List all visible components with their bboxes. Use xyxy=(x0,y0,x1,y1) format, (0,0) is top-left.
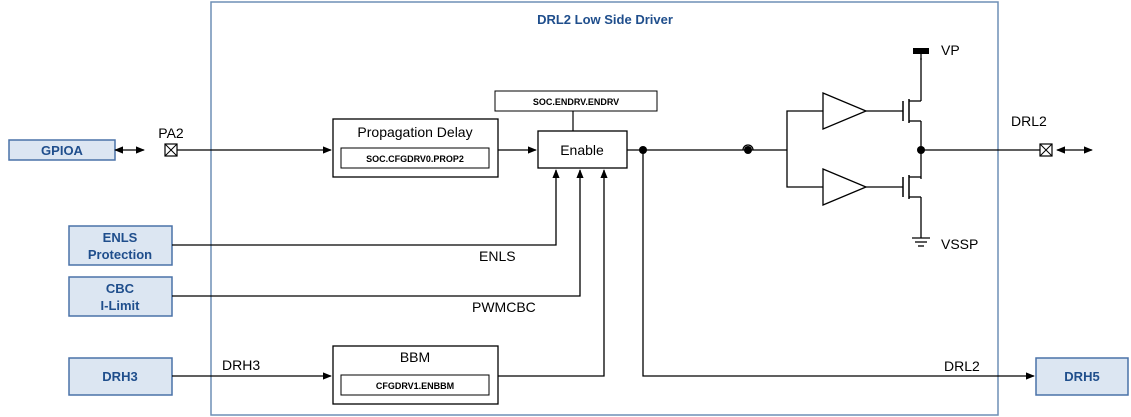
pwmcbc-signal: PWMCBC xyxy=(172,169,584,315)
enable-block: SOC.ENDRV.ENDRV Enable xyxy=(494,90,658,169)
svg-text:DRH3: DRH3 xyxy=(102,369,137,384)
svg-text:Propagation Delay: Propagation Delay xyxy=(357,124,472,140)
low-side-buffer xyxy=(822,168,868,206)
drh5-block: DRH5 xyxy=(1035,357,1129,396)
svg-text:ENLS: ENLS xyxy=(479,248,516,264)
svg-text:BBM: BBM xyxy=(400,349,430,365)
low-side-mosfet xyxy=(902,175,922,238)
propagation-delay-block: Propagation Delay SOC.CFGDRV0.PROP2 xyxy=(332,118,499,178)
svg-text:VSSP: VSSP xyxy=(941,236,978,252)
gate-drivers xyxy=(748,92,903,206)
vp-supply: VP xyxy=(913,42,960,60)
svg-text:CFGDRV1.ENBBM: CFGDRV1.ENBBM xyxy=(376,381,454,391)
svg-text:VP: VP xyxy=(941,42,960,58)
svg-text:Protection: Protection xyxy=(88,247,152,262)
prop2-register xyxy=(340,147,490,169)
svg-text:PA2: PA2 xyxy=(158,125,184,141)
high-side-buffer xyxy=(822,92,868,130)
vssp-ground: VSSP xyxy=(912,236,978,252)
cbc-ilimit-block: CBC I-Limit xyxy=(68,276,173,317)
pa2-connection: PA2 xyxy=(114,125,332,157)
bbm-block: BBM CFGDRV1.ENBBM xyxy=(332,345,499,405)
svg-text:Enable: Enable xyxy=(560,142,604,158)
drh3-signal: DRH3 xyxy=(172,169,608,380)
svg-text:DRL2: DRL2 xyxy=(1011,113,1047,129)
svg-text:I-Limit: I-Limit xyxy=(101,298,141,313)
svg-text:CBC: CBC xyxy=(106,281,135,296)
enls-protection-block: ENLS Protection xyxy=(68,225,173,266)
svg-text:DRL2: DRL2 xyxy=(944,358,980,374)
diagram-title: DRL2 Low Side Driver xyxy=(537,12,673,27)
svg-text:ENLS: ENLS xyxy=(103,230,138,245)
driver-frame xyxy=(210,1,999,416)
high-side-mosfet xyxy=(902,58,922,179)
enls-signal: ENLS xyxy=(172,169,560,264)
svg-text:DRH3: DRH3 xyxy=(222,357,260,373)
svg-text:DRH5: DRH5 xyxy=(1064,369,1099,384)
drh3-block: DRH3 xyxy=(68,357,173,396)
enbbm-register xyxy=(340,374,490,396)
svg-text:GPIOA: GPIOA xyxy=(41,143,84,158)
gpioa-block: GPIOA xyxy=(8,139,116,161)
svg-text:PWMCBC: PWMCBC xyxy=(472,299,536,315)
endrv-register xyxy=(494,90,658,112)
drl2-output: DRL2 xyxy=(917,113,1093,157)
svg-text:SOC.ENDRV.ENDRV: SOC.ENDRV.ENDRV xyxy=(533,97,619,107)
svg-text:SOC.CFGDRV0.PROP2: SOC.CFGDRV0.PROP2 xyxy=(366,154,464,164)
